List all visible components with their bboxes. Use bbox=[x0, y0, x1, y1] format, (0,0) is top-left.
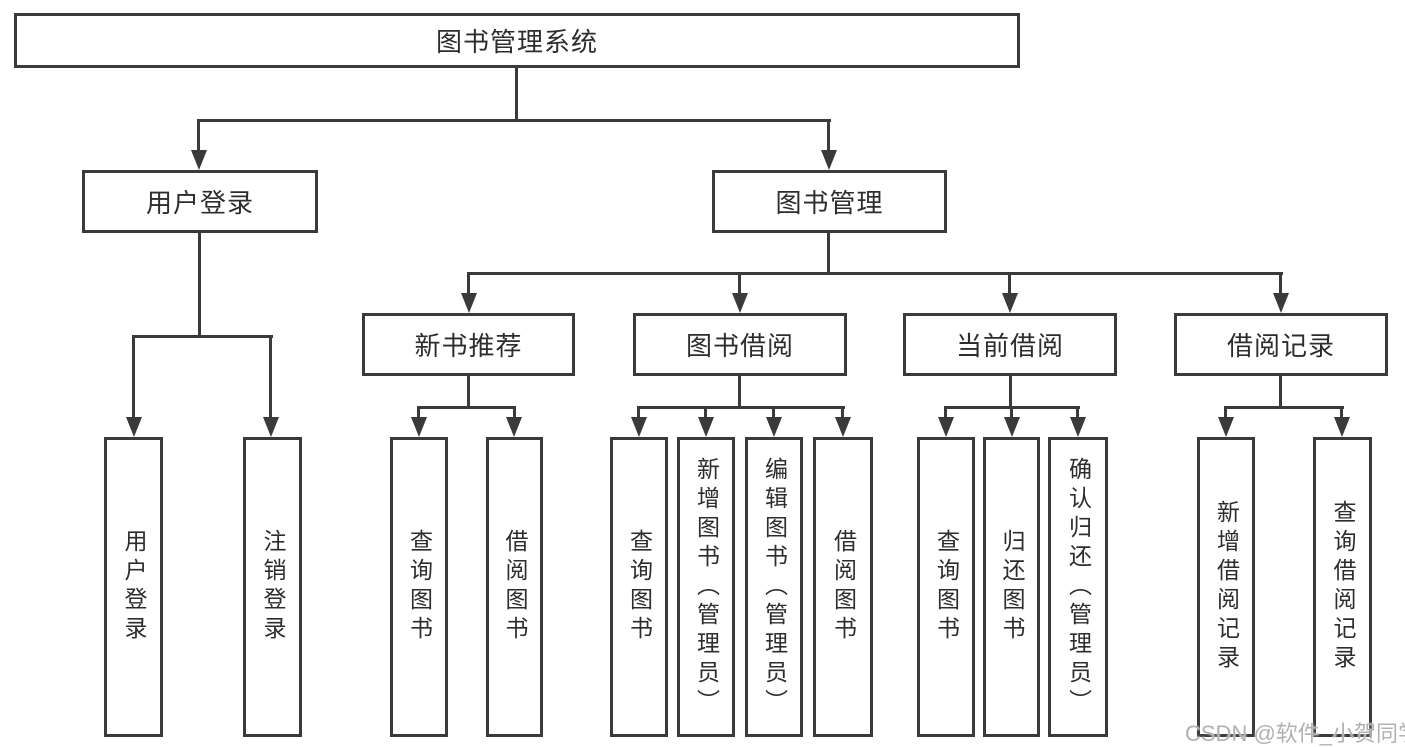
connector-to-br-add bbox=[1224, 406, 1227, 420]
node-borrowing-borrow-books-label: 借阅图书 bbox=[830, 529, 857, 645]
node-recommend-borrow-books: 借阅图书 bbox=[486, 437, 543, 737]
arrowhead-cb-query-icon bbox=[938, 417, 954, 437]
connector-to-current-borrowing bbox=[1008, 272, 1011, 298]
node-borrowing-edit-books-admin: 编辑图书（管理员） bbox=[745, 437, 803, 737]
node-new-book-recommend: 新书推荐 bbox=[362, 313, 575, 376]
arrowhead-new-book-icon bbox=[461, 293, 477, 313]
node-book-borrowing: 图书借阅 bbox=[633, 313, 847, 376]
connector-to-cb-confirm bbox=[1076, 406, 1079, 420]
node-borrowing-add-books-admin: 新增图书（管理员） bbox=[677, 437, 735, 737]
connector-user-login-bus bbox=[132, 335, 273, 338]
node-current-query-books-label: 查询图书 bbox=[933, 529, 960, 645]
node-borrowing-records-label: 借阅记录 bbox=[1226, 331, 1335, 361]
connector-to-logout bbox=[269, 335, 272, 420]
node-book-borrowing-label: 图书借阅 bbox=[685, 331, 794, 361]
arrowhead-bb-edit-icon bbox=[766, 417, 782, 437]
node-current-confirm-return-admin: 确认归还（管理员） bbox=[1048, 437, 1108, 737]
connector-to-book-management bbox=[827, 119, 830, 153]
node-current-return-books: 归还图书 bbox=[983, 437, 1040, 737]
node-user-login-label: 用户登录 bbox=[145, 188, 254, 218]
arrowhead-br-add-icon bbox=[1218, 417, 1234, 437]
arrowhead-user-login-icon bbox=[191, 150, 207, 170]
node-logout-label: 注销登录 bbox=[260, 529, 286, 645]
arrowhead-logout-icon bbox=[263, 417, 279, 437]
connector-to-rec-query bbox=[417, 406, 420, 420]
node-records-add-record-label: 新增借阅记录 bbox=[1213, 500, 1240, 674]
connector-borrowing-records-stem bbox=[1279, 376, 1282, 406]
arrowhead-cb-confirm-icon bbox=[1070, 417, 1086, 437]
connector-to-rec-borrow bbox=[513, 406, 516, 420]
connector-book-borrowing-stem bbox=[738, 376, 741, 406]
node-new-book-recommend-label: 新书推荐 bbox=[414, 331, 523, 361]
connector-level2-bus bbox=[197, 119, 831, 122]
connector-to-cb-query bbox=[944, 406, 947, 420]
node-records-query-record: 查询借阅记录 bbox=[1313, 437, 1372, 737]
csdn-watermark: CSDN @软件_小贺同学 bbox=[1185, 721, 1405, 746]
arrowhead-book-management-icon bbox=[821, 150, 837, 170]
connector-book-management-stem bbox=[827, 233, 830, 272]
connector-new-book-bus bbox=[417, 406, 516, 409]
connector-to-user-login bbox=[197, 119, 200, 153]
arrowhead-bb-add-icon bbox=[698, 417, 714, 437]
node-recommend-query-books: 查询图书 bbox=[390, 437, 448, 737]
node-borrowing-edit-books-admin-label: 编辑图书（管理员） bbox=[761, 456, 788, 718]
connector-to-cb-return bbox=[1010, 406, 1013, 420]
connector-to-bb-query bbox=[637, 406, 640, 420]
node-current-borrowing: 当前借阅 bbox=[903, 313, 1117, 376]
connector-to-bb-edit bbox=[772, 406, 775, 420]
connector-level3-bus bbox=[468, 272, 1283, 275]
node-library-system: 图书管理系统 bbox=[14, 13, 1020, 68]
node-records-add-record: 新增借阅记录 bbox=[1197, 437, 1255, 737]
arrowhead-current-borrowing-icon bbox=[1002, 293, 1018, 313]
node-current-query-books: 查询图书 bbox=[917, 437, 975, 737]
connector-new-book-stem bbox=[467, 376, 470, 406]
node-records-query-record-label: 查询借阅记录 bbox=[1330, 500, 1356, 674]
connector-current-borrowing-stem bbox=[1009, 376, 1012, 406]
arrowhead-br-query-icon bbox=[1334, 417, 1350, 437]
node-user-login: 用户登录 bbox=[82, 170, 318, 233]
connector-to-new-book bbox=[467, 272, 470, 298]
node-recommend-borrow-books-label: 借阅图书 bbox=[502, 529, 528, 645]
connector-to-borrowing-records bbox=[1279, 272, 1282, 298]
arrowhead-cb-return-icon bbox=[1004, 417, 1020, 437]
arrowhead-login-icon bbox=[126, 417, 142, 437]
node-borrowing-query-books-label: 查询图书 bbox=[626, 529, 653, 645]
node-current-borrowing-label: 当前借阅 bbox=[955, 331, 1064, 361]
node-book-management: 图书管理 bbox=[712, 170, 947, 233]
arrowhead-bb-borrow-icon bbox=[835, 417, 851, 437]
arrowhead-bb-query-icon bbox=[631, 417, 647, 437]
connector-root-stem bbox=[515, 68, 518, 119]
arrowhead-book-borrowing-icon bbox=[732, 293, 748, 313]
node-current-confirm-return-admin-label: 确认归还（管理员） bbox=[1065, 456, 1092, 718]
node-login: 用户登录 bbox=[104, 437, 163, 737]
node-logout: 注销登录 bbox=[243, 437, 302, 737]
arrowhead-borrowing-records-icon bbox=[1273, 293, 1289, 313]
node-borrowing-add-books-admin-label: 新增图书（管理员） bbox=[693, 456, 720, 718]
node-borrowing-records: 借阅记录 bbox=[1174, 313, 1388, 376]
connector-to-bb-borrow bbox=[841, 406, 844, 420]
node-login-label: 用户登录 bbox=[121, 529, 147, 645]
connector-to-book-borrowing bbox=[738, 272, 741, 298]
connector-borrowing-records-bus bbox=[1224, 406, 1344, 409]
arrowhead-rec-query-icon bbox=[411, 417, 427, 437]
connector-to-br-query bbox=[1340, 406, 1343, 420]
node-current-return-books-label: 归还图书 bbox=[999, 529, 1025, 645]
connector-book-borrowing-bus bbox=[637, 406, 845, 409]
arrowhead-rec-borrow-icon bbox=[506, 417, 522, 437]
node-borrowing-borrow-books: 借阅图书 bbox=[813, 437, 873, 737]
connector-to-bb-add bbox=[704, 406, 707, 420]
node-borrowing-query-books: 查询图书 bbox=[610, 437, 668, 737]
node-library-system-label: 图书管理系统 bbox=[435, 27, 598, 57]
node-book-management-label: 图书管理 bbox=[775, 188, 884, 218]
connector-to-login bbox=[132, 335, 135, 420]
node-recommend-query-books-label: 查询图书 bbox=[406, 529, 433, 645]
connector-user-login-stem bbox=[198, 233, 201, 335]
